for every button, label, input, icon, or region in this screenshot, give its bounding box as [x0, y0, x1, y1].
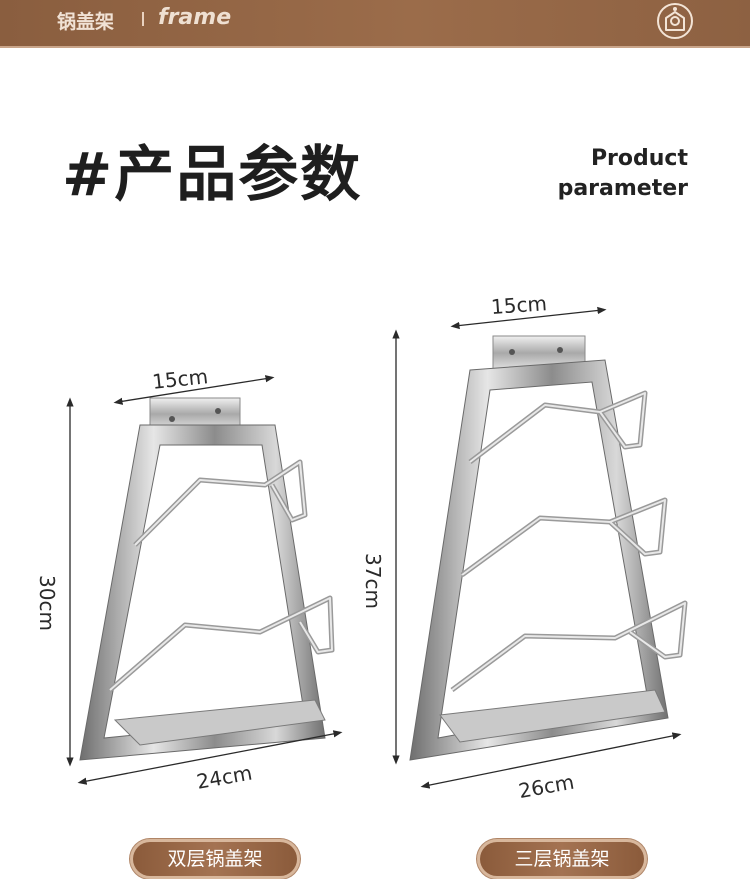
rack-two-tier [66, 375, 343, 785]
label-two-tier: 双层锅盖架 [130, 839, 300, 879]
dim-top-width-2: 15cm [151, 364, 209, 394]
dim-top-width-3: 15cm [490, 291, 547, 319]
label-three-tier: 三层锅盖架 [477, 839, 647, 879]
rack-three-tier [392, 306, 688, 789]
dim-bottom-width-3: 26cm [517, 770, 576, 803]
header-bar: 锅盖架 frame [0, 0, 750, 48]
brand-logo-icon [657, 3, 693, 39]
brand-name: 锅盖架 [57, 11, 115, 33]
dim-height-3: 37cm [361, 553, 385, 609]
dim-height-2: 30cm [35, 575, 59, 631]
title-en-line1: Product [590, 146, 688, 171]
page-title: #产品参数 [62, 140, 363, 210]
page-title-english: Product parameter [558, 144, 688, 204]
brand-english: frame [158, 5, 232, 30]
brand-separator [142, 12, 144, 26]
title-en-line2: parameter [557, 176, 688, 201]
dim-bottom-width-2: 24cm [195, 760, 254, 793]
